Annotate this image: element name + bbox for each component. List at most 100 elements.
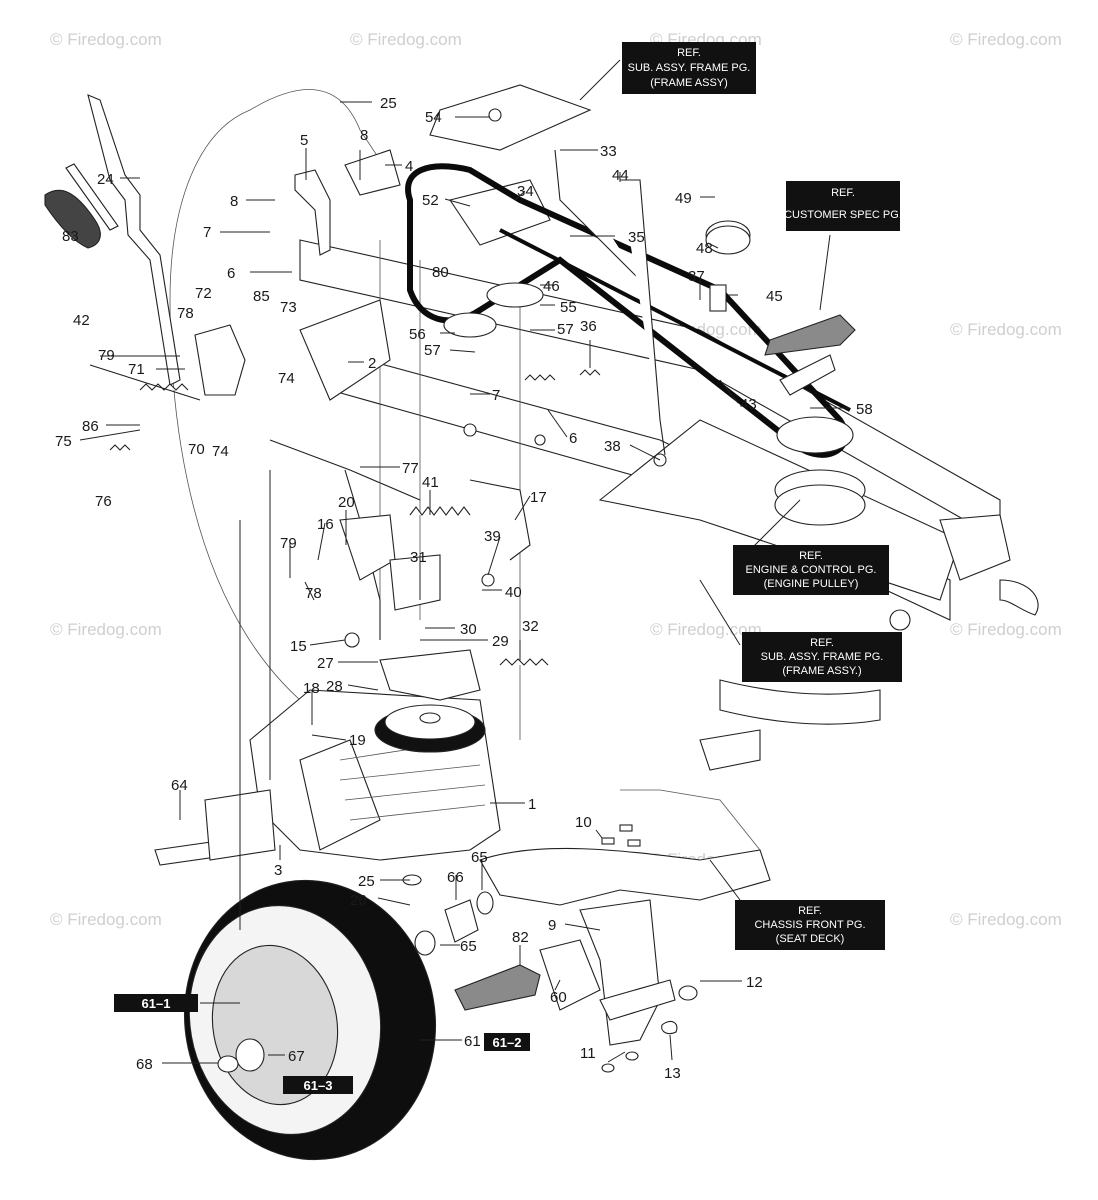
part-number: 40 <box>505 584 522 601</box>
ref-box: REF. CHASSIS FRONT PG. (SEAT DECK) <box>735 900 885 950</box>
ref-line: (ENGINE PULLEY) <box>764 578 859 590</box>
part-number: 11 <box>580 1045 596 1062</box>
part-number: 80 <box>432 264 449 281</box>
ref-line: REF. <box>831 187 855 199</box>
part-number: 79 <box>280 535 297 552</box>
part-number: 26 <box>350 892 367 909</box>
ref-line: ENGINE & CONTROL PG. <box>745 564 876 576</box>
ref-line: (FRAME ASSY) <box>650 77 728 89</box>
part-number: 44 <box>612 167 629 184</box>
pivot-bracket <box>379 649 481 701</box>
watermark: © Firedog.com <box>950 910 1062 929</box>
part-number: 20 <box>338 494 355 511</box>
part-number: 29 <box>492 633 509 650</box>
part-number: 15 <box>290 638 307 655</box>
part-number: 34 <box>517 183 534 200</box>
part-number: 37 <box>688 268 705 285</box>
drive-belt <box>405 163 849 458</box>
rear-wheel <box>183 879 437 1161</box>
part-number: 7 <box>492 387 500 404</box>
lever-plate <box>194 324 246 396</box>
part-number: 70 <box>188 441 205 458</box>
part-number: 16 <box>317 516 334 533</box>
leader-lines <box>79 59 850 1064</box>
ref-line: REF. <box>799 550 823 562</box>
spacers <box>402 874 494 956</box>
part-number: 46 <box>543 278 560 295</box>
part-number: 49 <box>675 190 692 207</box>
part-number: 2 <box>368 355 376 372</box>
part-number: 35 <box>628 229 645 246</box>
part-number: 3 <box>274 862 282 879</box>
part-number: 4 <box>405 158 413 175</box>
ref-box: REF. ENGINE & CONTROL PG. (ENGINE PULLEY… <box>733 545 889 595</box>
part-number: 67 <box>288 1048 305 1065</box>
part-number: 54 <box>425 109 442 126</box>
part-number: 1 <box>528 796 536 813</box>
part-number: 64 <box>171 777 188 794</box>
part-number: 57 <box>424 342 441 359</box>
ref-box: REF. SUB. ASSY. FRAME PG. (FRAME ASSY) <box>622 42 756 94</box>
part-number: 12 <box>746 974 763 991</box>
part-number: 19 <box>349 732 366 749</box>
watermark: © Firedog.com <box>950 620 1062 639</box>
ref-line: (FRAME ASSY.) <box>782 665 861 677</box>
part-number: 30 <box>460 621 477 638</box>
ref-box: REF. SUB. ASSY. FRAME PG. (FRAME ASSY.) <box>742 632 902 682</box>
part-number: 5 <box>300 132 308 149</box>
part-number: 18 <box>303 680 320 697</box>
watermark: © Firedog.com <box>50 910 162 929</box>
part-number: 76 <box>95 493 112 510</box>
part-number: 56 <box>409 326 426 343</box>
part-number: 83 <box>62 228 79 245</box>
transaxle <box>154 689 501 866</box>
part-number: 31 <box>410 549 427 566</box>
part-number: 33 <box>600 143 617 160</box>
part-number: 65 <box>460 938 477 955</box>
tag-label: 61–1 <box>114 994 198 1012</box>
ref-line: SUB. ASSY. FRAME PG. <box>628 62 751 74</box>
part-number: 6 <box>227 265 235 282</box>
part-number: 42 <box>73 312 90 329</box>
part-number: 52 <box>422 192 439 209</box>
part-number: 8 <box>230 193 238 210</box>
part-number: 75 <box>55 433 72 450</box>
ref-box: REF. CUSTOMER SPEC PG. <box>784 181 902 231</box>
lever-grip <box>44 189 101 249</box>
lever-bracket <box>294 169 331 256</box>
part-number: 9 <box>548 917 556 934</box>
part-number: 25 <box>380 95 397 112</box>
ref-line: CUSTOMER SPEC PG. <box>784 209 902 221</box>
part-number: 10 <box>575 814 592 831</box>
tag-label: 61–3 <box>283 1076 353 1094</box>
watermark: © Firedog.com <box>950 30 1062 49</box>
part-number: 38 <box>604 438 621 455</box>
watermark: © Firedog.com <box>50 30 162 49</box>
tag-text: 61–3 <box>304 1078 333 1093</box>
part-number: 65 <box>471 849 488 866</box>
ref-line: CHASSIS FRONT PG. <box>754 919 865 931</box>
ref-line: (SEAT DECK) <box>776 933 845 945</box>
part-number: 58 <box>856 401 873 418</box>
part-number: 74 <box>278 370 295 387</box>
part-number: 13 <box>664 1065 681 1082</box>
part-number: 85 <box>253 288 270 305</box>
part-number: 45 <box>766 288 783 305</box>
part-number: 6 <box>569 430 577 447</box>
part-number: 27 <box>317 655 334 672</box>
tag-text: 61–2 <box>493 1035 522 1050</box>
ref-line: SUB. ASSY. FRAME PG. <box>761 651 884 663</box>
part-number: 77 <box>402 460 419 477</box>
part-number: 71 <box>128 361 145 378</box>
pedal-pad <box>764 314 856 356</box>
shift-lever <box>87 94 181 386</box>
ref-line: REF. <box>810 637 834 649</box>
part-number: 82 <box>512 929 529 946</box>
tag-text: 61–1 <box>142 996 171 1011</box>
watermark: © Firedog.com <box>350 30 462 49</box>
part-number: 25 <box>358 873 375 890</box>
part-number: 24 <box>97 171 114 188</box>
part-number: 72 <box>195 285 212 302</box>
part-number: 68 <box>136 1056 153 1073</box>
pulleys <box>443 220 866 526</box>
